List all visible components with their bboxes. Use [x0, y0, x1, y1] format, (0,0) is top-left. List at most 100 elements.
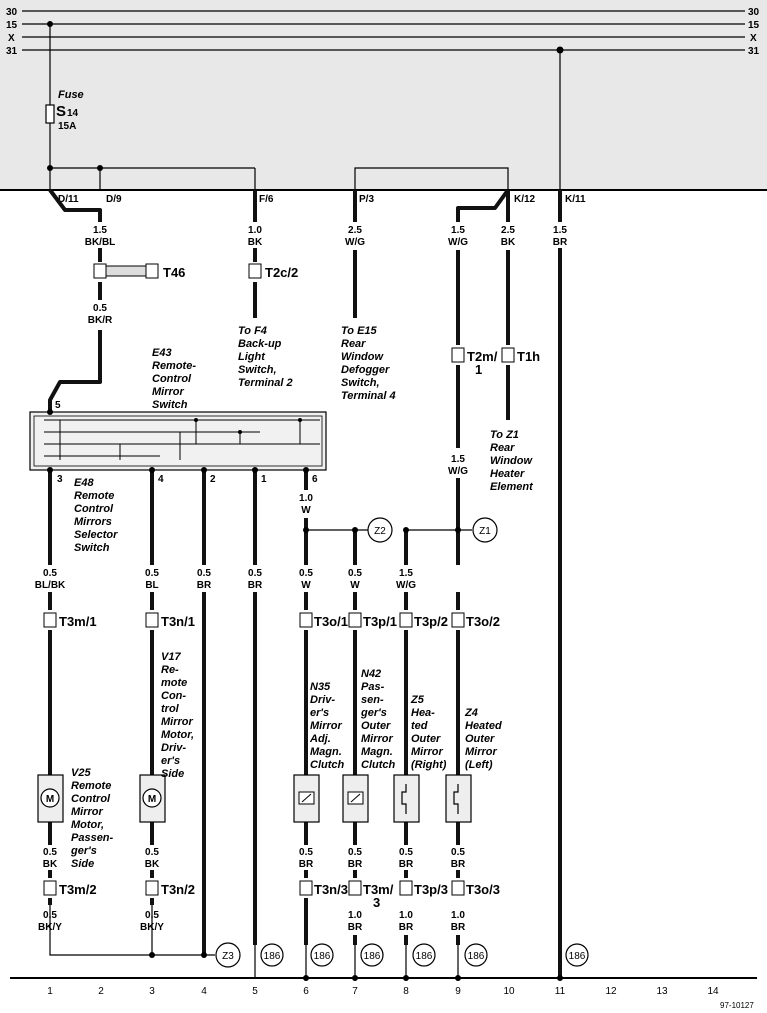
wire-color: W/G — [345, 237, 365, 248]
splice-z1-label: Z1 — [479, 526, 491, 537]
wire-gauge: 1.5 — [451, 225, 465, 236]
fuse-rating: 15A — [58, 121, 76, 132]
wire-color: BK/Y — [38, 922, 62, 933]
switch-pin-3: 3 — [57, 474, 63, 485]
connector-k11: K/11 — [565, 194, 586, 205]
wire-color: BR — [248, 580, 263, 591]
ground-point: 186 — [310, 943, 334, 967]
wire-gauge: 0.5 — [43, 847, 57, 858]
wire-gauge: 0.5 — [451, 847, 465, 858]
wire-color: BR — [399, 922, 414, 933]
wire-gauge: 0.5 — [197, 568, 211, 579]
svg-text:186: 186 — [569, 951, 586, 962]
wire-gauge: 2.5 — [501, 225, 515, 236]
rail-label-30-right: 30 — [748, 7, 760, 18]
figure-id: 97-10127 — [720, 1001, 754, 1010]
wire-color: BK — [501, 237, 516, 248]
wire-color: W/G — [396, 580, 416, 591]
wire-gauge: 1.0 — [348, 910, 362, 921]
column-number: 9 — [455, 986, 461, 997]
switch-pins — [47, 467, 309, 473]
svg-text:186: 186 — [364, 951, 381, 962]
wire-gauge: 1.5 — [399, 568, 413, 579]
wire-color: BR — [348, 859, 363, 870]
wire-color: BR — [197, 580, 212, 591]
wire-color: BR — [553, 237, 568, 248]
terminal-t3n1: T3n/1 — [161, 614, 195, 629]
wire-color: W/G — [448, 237, 468, 248]
wire-gauge: 0.5 — [145, 568, 159, 579]
fuse-number: 14 — [67, 108, 79, 119]
terminal-t3m3-cont: 3 — [373, 895, 380, 910]
wire-color: BL — [145, 580, 158, 591]
wire-gauge: 1.0 — [248, 225, 262, 236]
switch-pin-4: 4 — [158, 474, 164, 485]
ground-point: 186 — [565, 943, 589, 967]
wire-gauge: 0.5 — [299, 568, 313, 579]
wire-gauge: 0.5 — [299, 847, 313, 858]
svg-text:186: 186 — [264, 951, 281, 962]
motor-v25: M — [37, 774, 64, 823]
column-number: 6 — [303, 986, 309, 997]
rail-label-31: 31 — [6, 46, 18, 57]
wire-gauge: 0.5 — [348, 568, 362, 579]
bus-dots — [303, 975, 563, 981]
rail-label-30: 30 — [6, 7, 18, 18]
wire-gauge: 2.5 — [348, 225, 362, 236]
splice-z2-label: Z2 — [374, 526, 386, 537]
junction-dots — [149, 527, 461, 958]
motor-v17: M — [139, 774, 166, 823]
wire-color: W — [301, 580, 311, 591]
wire-gauge: 1.0 — [451, 910, 465, 921]
switch-pin-6: 6 — [312, 474, 318, 485]
fuse-panel-area — [0, 0, 767, 190]
wire-color: BR — [451, 859, 466, 870]
wire-color: BK/Y — [140, 922, 164, 933]
ground-point: 186 — [260, 943, 284, 967]
e43-switch-box — [29, 409, 327, 471]
splice-z1: Z1 — [472, 517, 498, 543]
wire-color: BK/R — [88, 315, 113, 326]
column-number: 5 — [252, 986, 258, 997]
splice-z3: Z3 — [215, 942, 241, 968]
fuse-s14: Fuse S 14 15A — [45, 21, 256, 190]
splice-z3-label: Z3 — [222, 951, 234, 962]
splice-links — [49, 529, 472, 978]
terminal-t3o3: T3o/3 — [466, 882, 500, 897]
clutch-n35 — [293, 774, 320, 823]
terminal-t3p3: T3p/3 — [414, 882, 448, 897]
heater-z4 — [445, 774, 472, 823]
terminal-t3n3: T3n/3 — [314, 882, 348, 897]
wire-gauge: 0.5 — [348, 847, 362, 858]
column-number: 11 — [555, 986, 566, 997]
column-number: 1 — [47, 986, 53, 997]
terminal-t3o2: T3o/2 — [466, 614, 500, 629]
column-number: 8 — [403, 986, 409, 997]
fuse-name: S — [56, 103, 66, 120]
terminal-t3p2: T3p/2 — [414, 614, 448, 629]
switch-pin-5: 5 — [55, 400, 61, 411]
ground-point: 186 — [464, 943, 488, 967]
splice-z2: Z2 — [367, 517, 393, 543]
wire-color: W — [350, 580, 360, 591]
svg-text:186: 186 — [468, 951, 485, 962]
clutch-n42 — [342, 774, 369, 823]
wire-color: BL/BK — [35, 580, 66, 591]
rail-label-15-right: 15 — [748, 20, 760, 31]
p3-k12-link — [354, 167, 509, 190]
column-number: 14 — [707, 986, 719, 997]
switch-pin-2: 2 — [210, 474, 216, 485]
ground-point: 186 — [412, 943, 436, 967]
svg-text:186: 186 — [416, 951, 433, 962]
column-number: 10 — [503, 986, 515, 997]
wire-color: BR — [399, 859, 414, 870]
wire-gauge: 0.5 — [93, 303, 107, 314]
wire-gauge: 1.5 — [451, 454, 465, 465]
connector-p3: P/3 — [359, 194, 374, 205]
wire-gauge: 1.5 — [93, 225, 107, 236]
terminal-t1h: T1h — [517, 349, 540, 364]
